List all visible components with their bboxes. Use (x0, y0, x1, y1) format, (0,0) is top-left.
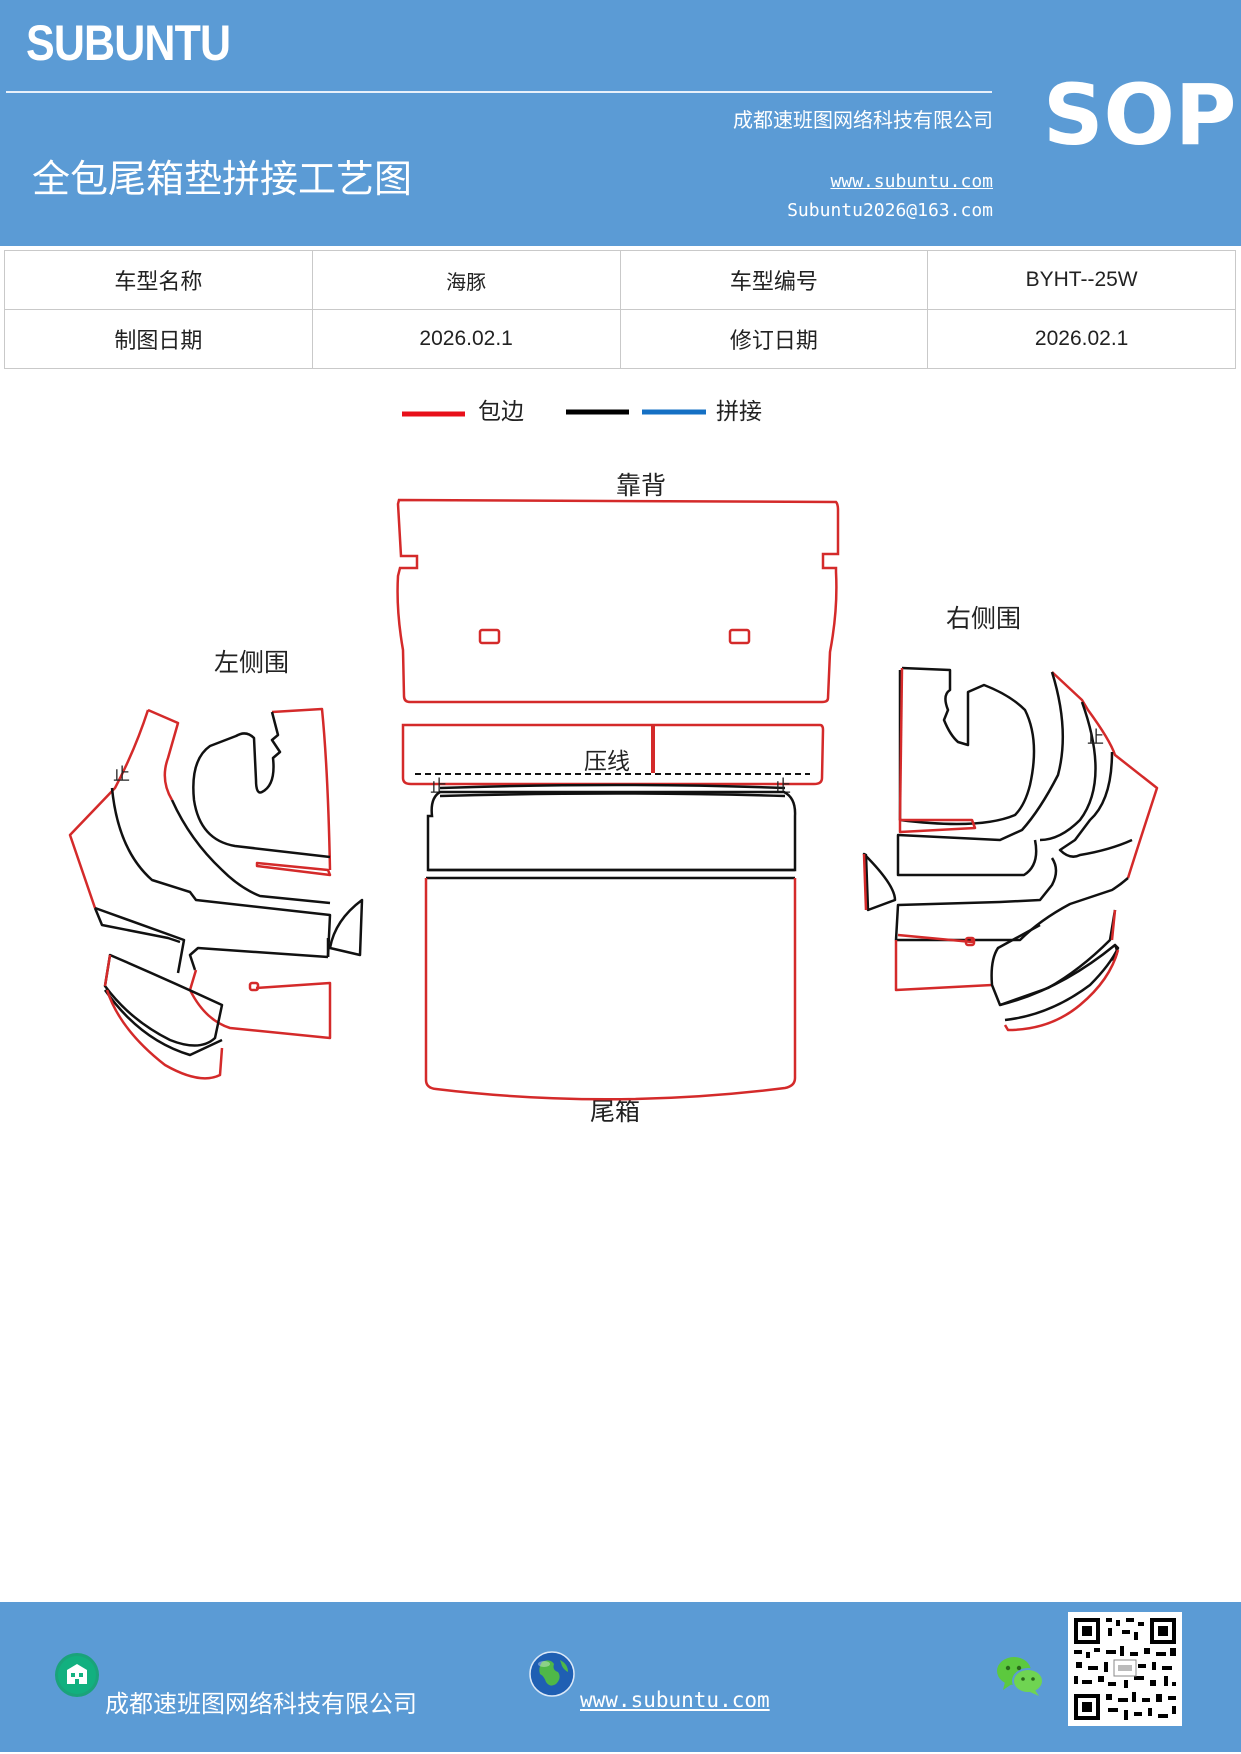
backrest-label: 靠背 (616, 471, 666, 500)
stop-mark: 止 (1087, 728, 1104, 748)
email-address: Subuntu2026@163.com (787, 200, 993, 221)
website-link[interactable]: www.subuntu.com (830, 171, 993, 192)
left-side-label: 左侧围 (214, 648, 289, 677)
model-code-label: 车型编号 (619, 250, 929, 310)
document-title: 全包尾箱垫拼接工艺图 (32, 157, 413, 201)
left-side-panel: 止 (68, 707, 364, 1080)
footer-website-link[interactable]: www.subuntu.com (580, 1688, 770, 1712)
wechat-icon[interactable] (995, 1654, 1045, 1698)
splice-diagram: 包边 拼接 靠背 左侧围 右侧围 压线 尾箱 止 止 (68, 399, 1159, 1126)
legend-edge-label: 包边 (478, 399, 524, 425)
model-name-value: 海豚 (311, 250, 621, 310)
trunk-label: 尾箱 (590, 1097, 640, 1126)
trunk-panels (424, 790, 797, 1101)
company-name: 成都速班图网络科技有限公司 (733, 108, 993, 132)
legend-seam-label: 拼接 (716, 399, 762, 425)
qr-code[interactable] (1068, 1612, 1182, 1726)
legend: 包边 拼接 (402, 399, 762, 425)
drawing-date-value: 2026.02.1 (311, 309, 621, 369)
globe-icon (528, 1650, 576, 1698)
model-code-value: BYHT--25W (927, 250, 1236, 310)
revision-date-value: 2026.02.1 (927, 309, 1236, 369)
stop-mark: 止 (113, 765, 130, 785)
drawing-date-label: 制图日期 (4, 309, 313, 369)
right-side-label: 右侧围 (946, 604, 1021, 633)
crease-line-label: 压线 (584, 749, 630, 775)
table-row: 制图日期 2026.02.1 修订日期 2026.02.1 (4, 309, 1236, 369)
backrest-panel (396, 498, 840, 704)
vehicle-info-table: 车型名称 海豚 车型编号 BYHT--25W 制图日期 2026.02.1 修订… (4, 250, 1236, 369)
header-banner: SUBUNTU 成都速班图网络科技有限公司 全包尾箱垫拼接工艺图 www.sub… (0, 0, 1241, 246)
revision-date-label: 修订日期 (619, 309, 929, 369)
sop-badge: SOP (1043, 66, 1237, 164)
right-side-panel: 止 (862, 666, 1159, 1032)
building-icon (54, 1652, 100, 1698)
brand-logo: SUBUNTU (26, 15, 231, 71)
footer-company-name: 成都速班图网络科技有限公司 (105, 1690, 417, 1718)
model-name-label: 车型名称 (4, 250, 313, 310)
footer-banner: 成都速班图网络科技有限公司 www.subuntu.com (0, 1602, 1241, 1752)
header-divider (6, 91, 992, 93)
table-row: 车型名称 海豚 车型编号 BYHT--25W (4, 250, 1236, 310)
